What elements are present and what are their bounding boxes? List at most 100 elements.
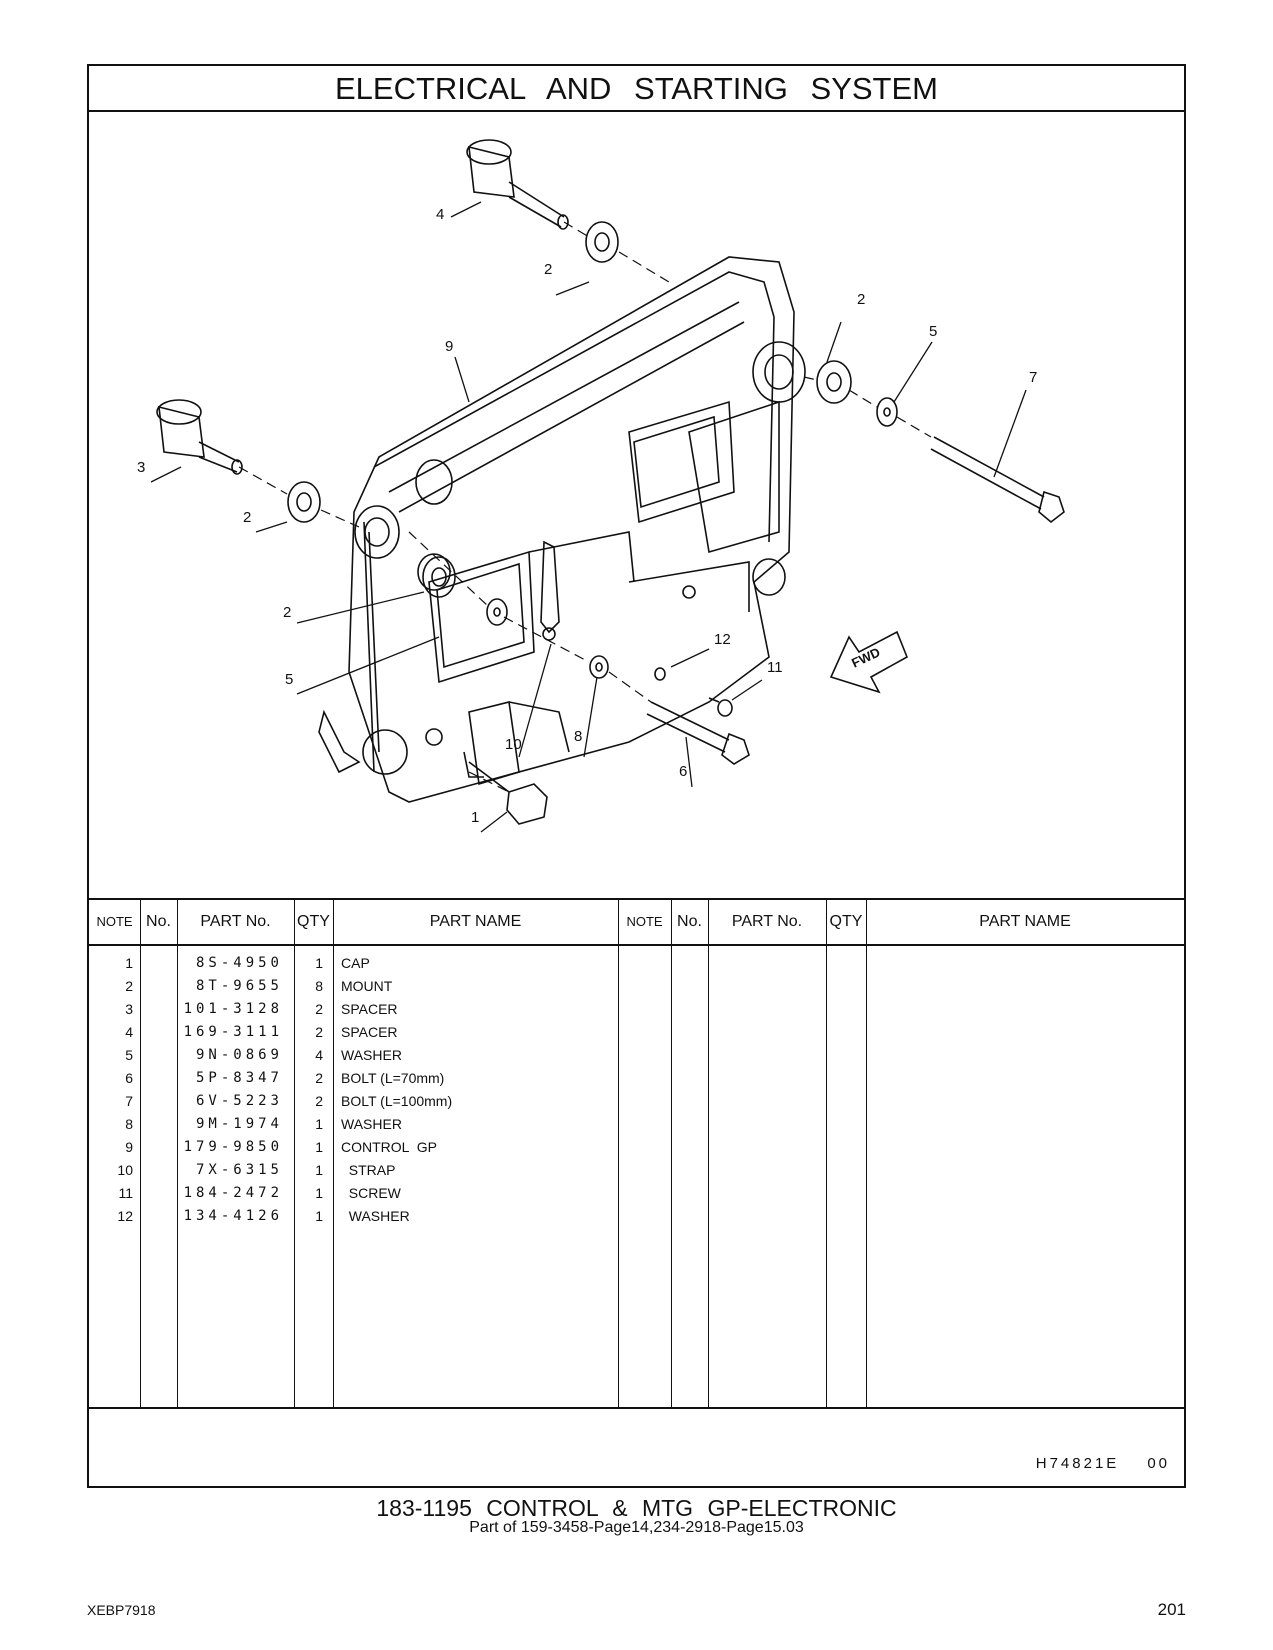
part-row-qty: 2 xyxy=(315,1070,323,1086)
diagram-footer: H74821E 00 xyxy=(89,1409,1184,1488)
parts-table-header: NOTE No. PART No. QTY PART NAME NOTE No.… xyxy=(89,900,1184,946)
part-row-name: CAP xyxy=(341,955,370,971)
part-row-qty: 1 xyxy=(315,1208,323,1224)
part-row-no: 5 xyxy=(125,1047,133,1063)
callout-4: 4 xyxy=(436,206,445,223)
spacer-3 xyxy=(156,399,243,475)
part-row-no: 11 xyxy=(118,1185,133,1201)
callout-1: 1 xyxy=(471,809,480,826)
part-row-no: 3 xyxy=(125,1001,133,1017)
part-row-part-no: 9M-1974 xyxy=(195,1116,283,1132)
part-row-part-no: 8T-9655 xyxy=(195,978,283,994)
part-row-no: 4 xyxy=(125,1024,133,1040)
callout-10: 10 xyxy=(505,736,522,753)
diagram-drawing xyxy=(150,139,1065,833)
part-row-name: MOUNT xyxy=(341,978,393,994)
page-title: ELECTRICAL AND STARTING SYSTEM xyxy=(89,66,1184,112)
header-part-name-2: PART NAME xyxy=(979,913,1071,930)
part-row-qty: 1 xyxy=(315,1116,323,1132)
mounts xyxy=(287,221,852,598)
part-row-name: SPACER xyxy=(341,1001,398,1017)
group-subtitle: Part of 159-3458-Page14,234-2918-Page15.… xyxy=(469,1519,804,1536)
part-row-part-no: 184-2472 xyxy=(183,1185,283,1201)
part-row-part-no: 134-4126 xyxy=(183,1208,283,1224)
part-row-qty: 2 xyxy=(315,1093,323,1109)
header-no-2: No. xyxy=(677,913,702,930)
book-code: XEBP7918 xyxy=(87,1602,156,1618)
group-title: 183-1195 CONTROL & MTG GP-ELECTRONIC xyxy=(376,1495,897,1521)
assembly-lines xyxy=(238,221,932,793)
part-row-no: 1 xyxy=(125,955,133,971)
header-part-name: PART NAME xyxy=(429,913,522,930)
fwd-arrow xyxy=(829,630,909,694)
header-qty-2: QTY xyxy=(829,913,863,930)
part-row-qty: 1 xyxy=(315,1139,323,1155)
header-note: NOTE xyxy=(96,914,133,929)
callout-2: 2 xyxy=(544,261,553,278)
control-module-housing xyxy=(318,256,806,803)
part-row-part-no: 101-3128 xyxy=(183,1001,283,1017)
spacer-4 xyxy=(466,139,569,230)
part-row-name: SCREW xyxy=(341,1185,401,1201)
header-no: No. xyxy=(146,913,171,930)
callout-6: 6 xyxy=(679,763,688,780)
part-row-no: 2 xyxy=(125,978,133,994)
bolt-7 xyxy=(930,436,1065,524)
part-row-name: BOLT (L=100mm) xyxy=(341,1093,453,1109)
cap-1 xyxy=(468,761,548,825)
exploded-parts-diagram: 4 2 2 5 7 9 3 2 2 5 12 11 10 8 6 1 FWD xyxy=(89,112,1184,900)
part-row-no: 8 xyxy=(125,1116,133,1132)
part-row-no: 10 xyxy=(117,1162,133,1178)
part-row-name: WASHER xyxy=(341,1047,402,1063)
callout-12: 12 xyxy=(714,631,731,648)
callout-2: 2 xyxy=(857,291,866,308)
doc-revision: 00 xyxy=(1147,1455,1170,1472)
part-row-no: 7 xyxy=(125,1093,133,1109)
header-part-no-2: PART No. xyxy=(731,913,803,930)
doc-code: H74821E 00 xyxy=(1036,1455,1170,1472)
callout-9: 9 xyxy=(445,338,454,355)
screw-11 xyxy=(708,697,733,717)
callout-5: 5 xyxy=(929,323,938,340)
part-row-qty: 1 xyxy=(315,1162,323,1178)
header-qty: QTY xyxy=(297,913,330,930)
part-row-qty: 2 xyxy=(315,1001,323,1017)
callout-8: 8 xyxy=(574,728,583,745)
part-row-name: WASHER xyxy=(341,1116,402,1132)
part-row-part-no: 7X-6315 xyxy=(195,1162,283,1178)
bolt-6 xyxy=(646,701,750,765)
header-note-2: NOTE xyxy=(626,914,663,929)
part-row-part-no: 8S-4950 xyxy=(195,955,283,971)
part-row-name: WASHER xyxy=(341,1208,410,1224)
callout-5: 5 xyxy=(285,671,294,688)
part-row-name: SPACER xyxy=(341,1024,398,1040)
part-row-part-no: 169-3111 xyxy=(183,1024,283,1040)
washers xyxy=(486,397,898,681)
part-row-qty: 8 xyxy=(315,978,323,994)
callout-11: 11 xyxy=(767,659,783,676)
part-row-qty: 2 xyxy=(315,1024,323,1040)
callout-7: 7 xyxy=(1029,369,1038,386)
callout-3: 3 xyxy=(137,459,146,476)
part-row-no: 12 xyxy=(117,1208,133,1224)
part-row-part-no: 179-9850 xyxy=(183,1139,283,1155)
header-part-no: PART No. xyxy=(200,913,271,930)
part-row-name: CONTROL GP xyxy=(341,1139,437,1155)
part-row-no: 6 xyxy=(125,1070,133,1086)
part-row-qty: 1 xyxy=(315,1185,323,1201)
part-row-qty: 4 xyxy=(315,1047,323,1063)
page-number: 201 xyxy=(1157,1600,1186,1619)
part-row-qty: 1 xyxy=(315,955,323,971)
part-row-part-no: 6V-5223 xyxy=(195,1093,283,1109)
part-row-part-no: 9N-0869 xyxy=(195,1047,283,1063)
leader-lines xyxy=(150,201,1027,833)
doc-code-value: H74821E xyxy=(1035,1455,1120,1472)
parts-page-frame: ELECTRICAL AND STARTING SYSTEM xyxy=(87,64,1186,1488)
strap-10 xyxy=(540,540,560,641)
part-row-name: BOLT (L=70mm) xyxy=(341,1070,445,1086)
callout-2: 2 xyxy=(283,604,292,621)
callout-2: 2 xyxy=(243,509,252,526)
part-row-no: 9 xyxy=(125,1139,133,1155)
part-row-part-no: 5P-8347 xyxy=(195,1070,283,1086)
